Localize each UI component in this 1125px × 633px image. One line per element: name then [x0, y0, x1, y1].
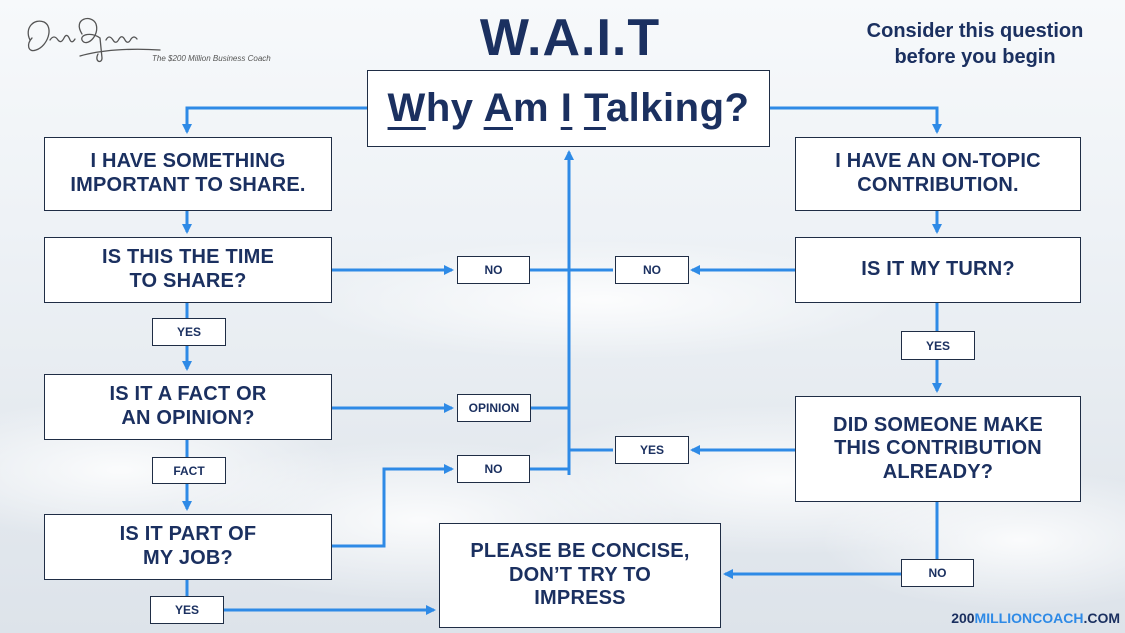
label-yes-job: YES — [150, 596, 224, 624]
page-title: W.A.I.T — [479, 9, 661, 67]
label-yes-already: YES — [615, 436, 689, 464]
label-opinion: OPINION — [457, 394, 531, 422]
label-yes-time: YES — [152, 318, 226, 346]
arrow-main-to-left — [182, 106, 367, 134]
website-link[interactable]: 200MILLIONCOACH.COM — [951, 610, 1120, 626]
brand-logo-signature — [27, 17, 161, 63]
brand-subtitle: The $200 Million Business Coach — [152, 54, 271, 63]
label-no-turn: NO — [615, 256, 689, 284]
main-question-box: Why Am I Talking? — [367, 70, 770, 147]
consider-note: Consider this question before you begin — [866, 20, 1084, 68]
box-my-turn: IS IT MY TURN? — [795, 237, 1081, 303]
label-no-already: NO — [901, 559, 974, 587]
label-no-job: NO — [457, 455, 530, 483]
arrow-main-to-right — [770, 106, 942, 134]
main-question-text: Why Am I Talking? — [387, 86, 750, 130]
label-fact: FACT — [152, 457, 226, 484]
label-yes-turn: YES — [901, 331, 975, 360]
arrow-job-no — [332, 464, 454, 548]
label-no-time: NO — [457, 256, 530, 284]
